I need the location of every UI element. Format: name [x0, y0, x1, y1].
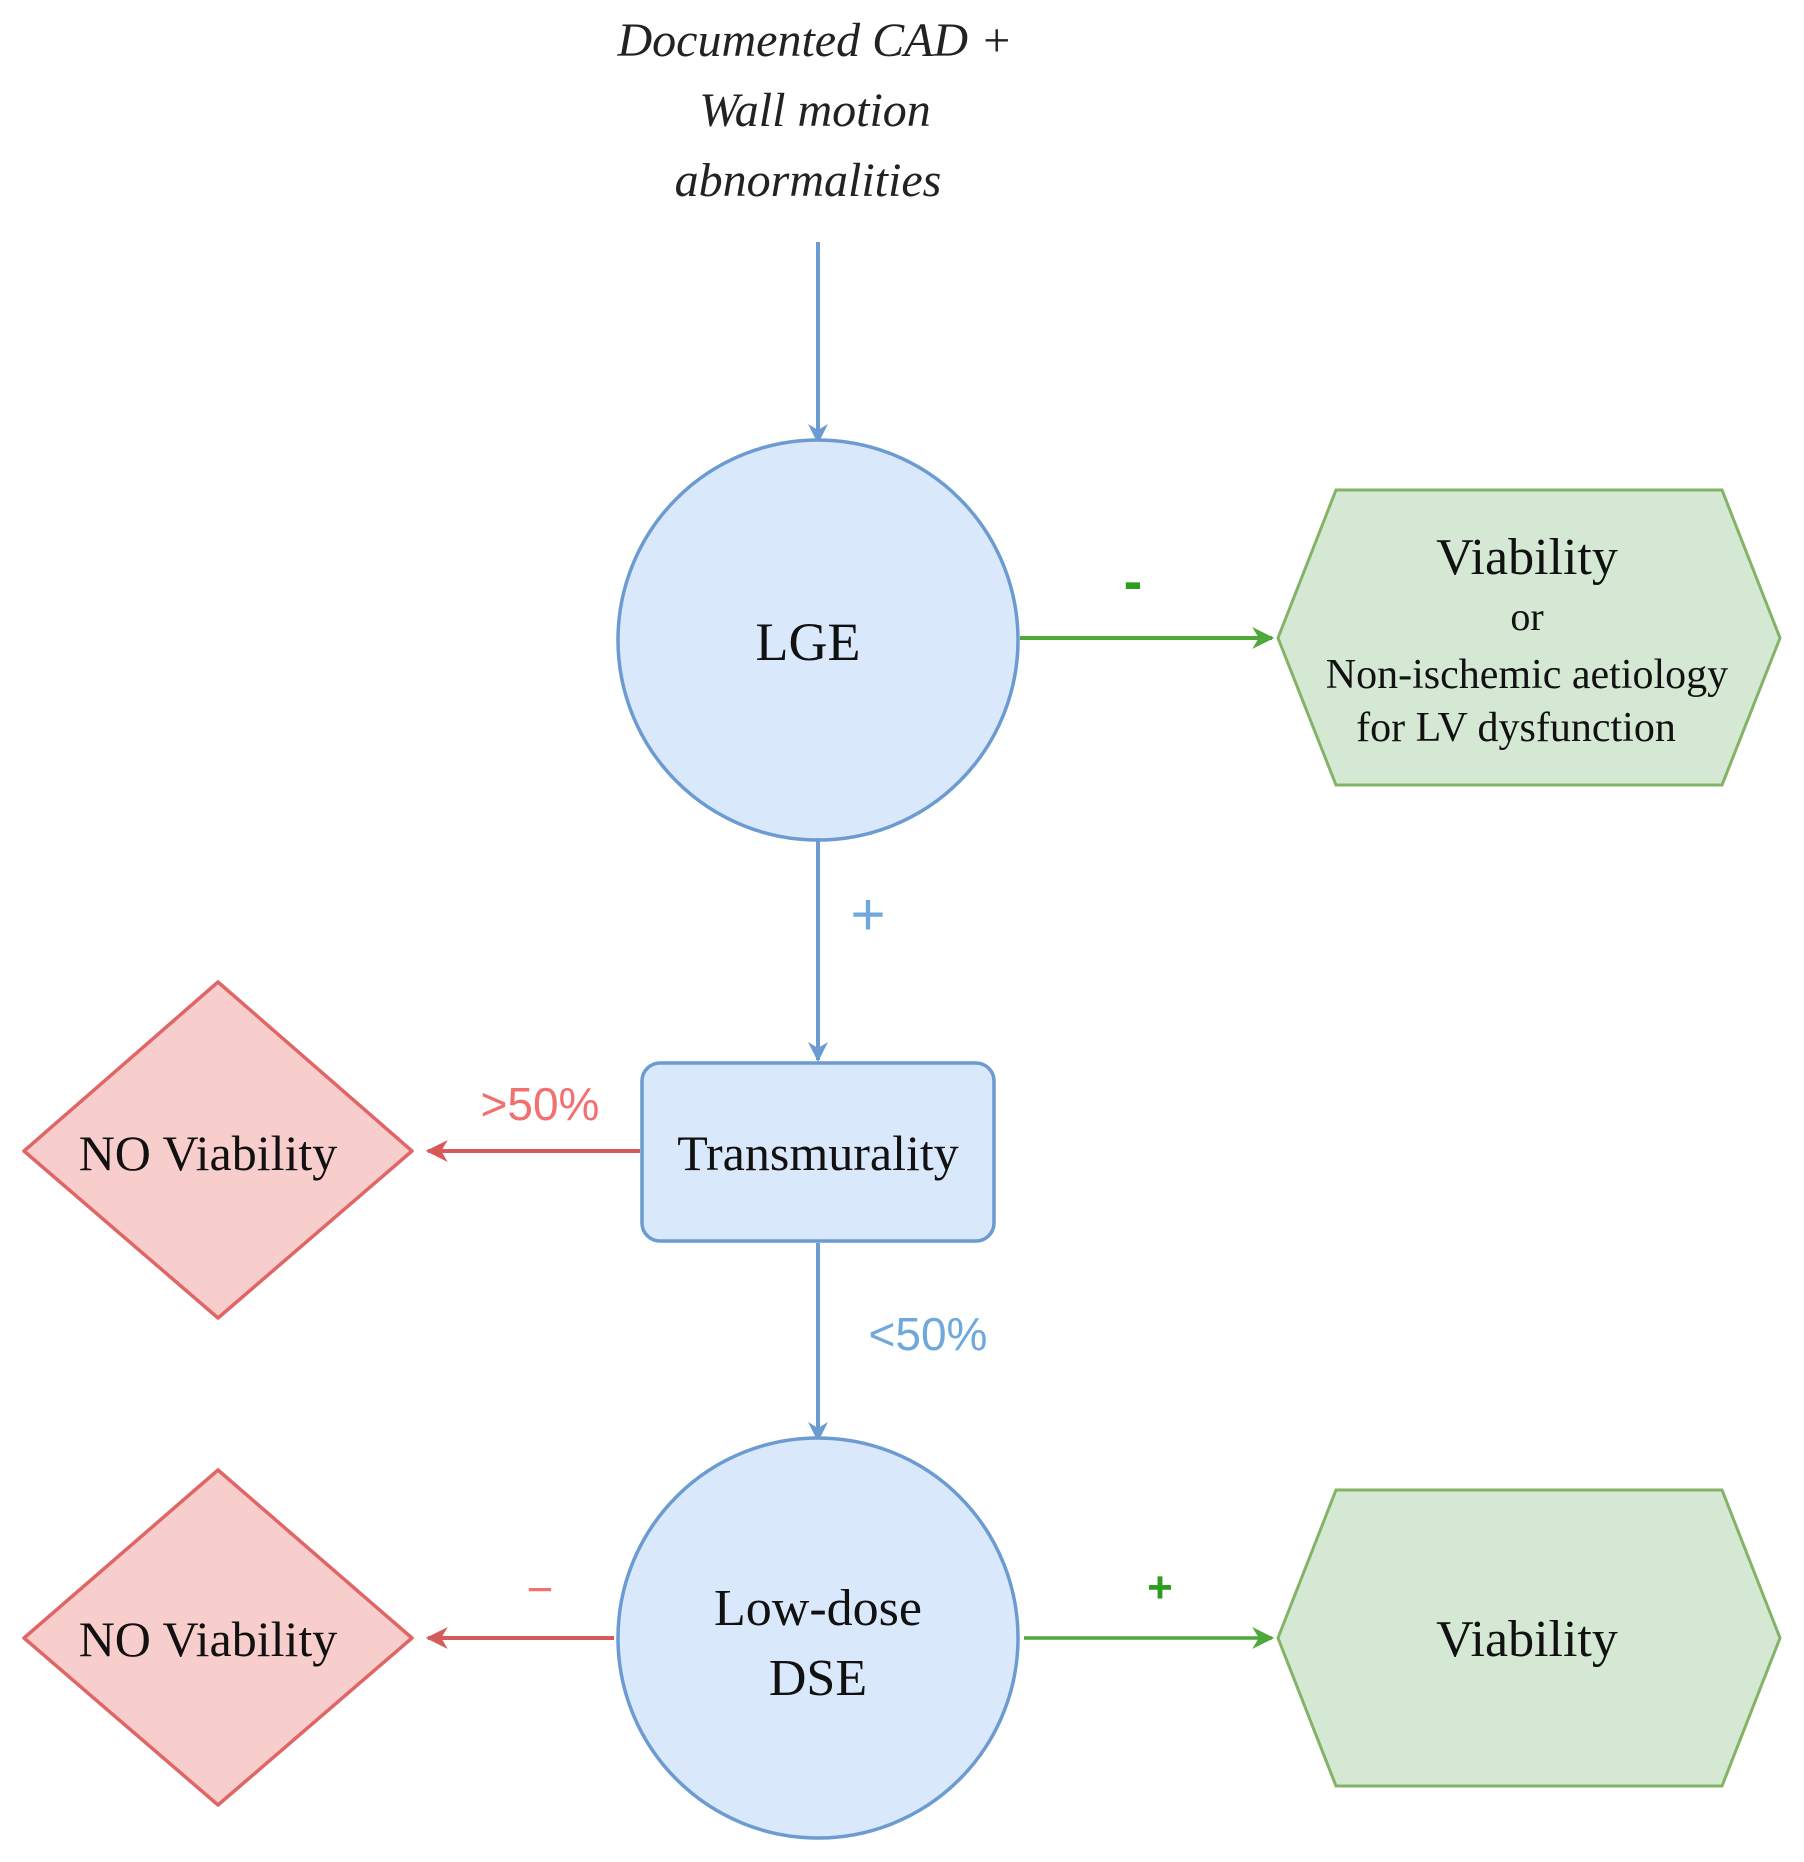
viability-bottom-hexagon [1276, 1488, 1782, 1788]
no-viability-top-label: NO Viability [79, 1125, 338, 1181]
viability-top-line1: Non-ischemic aetiology [1326, 652, 1728, 698]
edge-label-lge-positive: + [850, 881, 885, 948]
dse-node[interactable]: Low-dose DSE [616, 1436, 1020, 1840]
no-viability-top-diamond [22, 980, 414, 1320]
viability-top-title: Viability [1436, 529, 1618, 586]
no-viability-top-node[interactable]: NO Viability [22, 980, 414, 1320]
no-viability-bottom-node[interactable]: NO Viability [22, 1468, 414, 1807]
dse-label-line2: DSE [769, 1650, 867, 1707]
start-line-1: Documented CAD + [617, 14, 1013, 67]
start-line-2: Wall motion [699, 84, 931, 137]
viability-top-or: or [1510, 594, 1543, 639]
transmurality-box [640, 1061, 996, 1243]
edge-label-below-50: <50% [869, 1308, 988, 1360]
edge-label-dse-negative: − [527, 1563, 554, 1615]
viability-bottom-label: Viability [1436, 1611, 1618, 1668]
edge-label-dse-positive: + [1147, 1563, 1173, 1612]
lge-node[interactable]: LGE [616, 438, 1020, 842]
edge-label-above-50: >50% [481, 1078, 600, 1130]
dse-label-line1: Low-dose [714, 1580, 922, 1637]
transmurality-label: Transmurality [677, 1125, 959, 1181]
lge-label: LGE [756, 612, 861, 672]
edge-label-lge-negative: - [1124, 549, 1143, 612]
viability-top-node[interactable]: Viability or Non-ischemic aetiology for … [1276, 488, 1782, 787]
transmurality-node[interactable]: Transmurality [640, 1061, 996, 1243]
viability-top-line2: for LV dysfunction [1356, 705, 1676, 751]
no-viability-bottom-diamond [22, 1468, 414, 1807]
start-line-3: abnormalities [675, 154, 942, 207]
viability-top-hexagon [1276, 488, 1782, 787]
viability-bottom-node[interactable]: Viability [1276, 1488, 1782, 1788]
dse-circle [616, 1436, 1020, 1840]
no-viability-bottom-label: NO Viability [79, 1611, 338, 1667]
